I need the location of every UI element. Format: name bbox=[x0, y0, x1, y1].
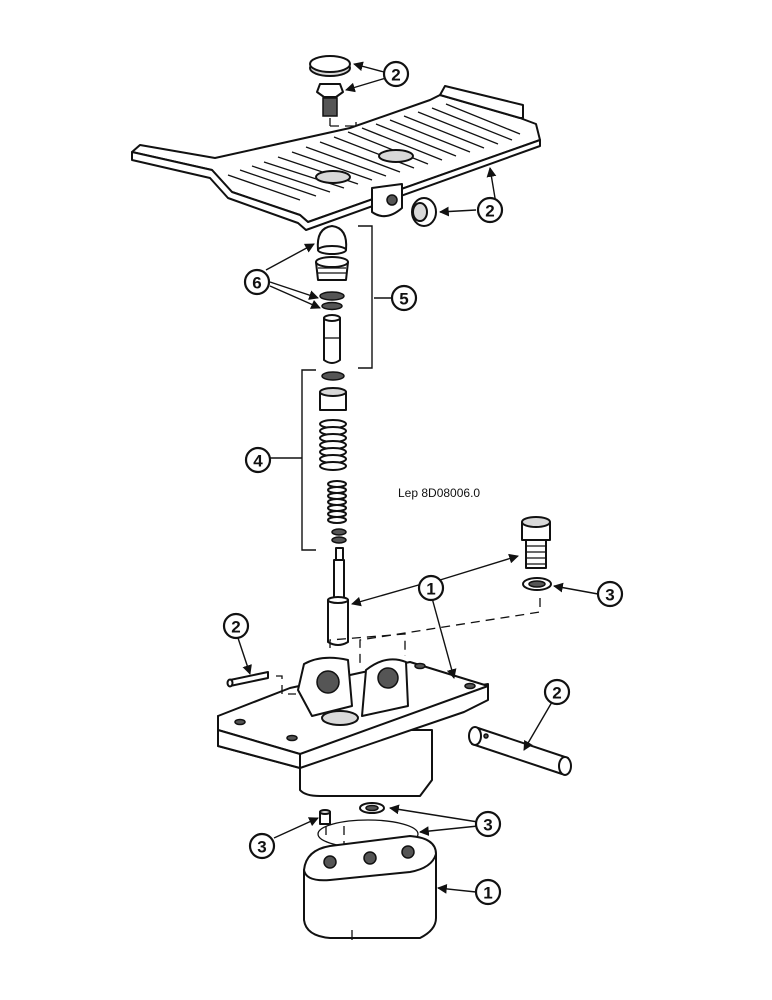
pedal-hole-right bbox=[378, 149, 414, 163]
pedal-hole-left bbox=[315, 170, 351, 184]
svg-text:5: 5 bbox=[399, 290, 408, 309]
callout-roll-pin: 2 bbox=[222, 612, 250, 640]
roll-pin bbox=[226, 671, 269, 688]
svg-text:2: 2 bbox=[391, 66, 400, 85]
svg-text:2: 2 bbox=[552, 684, 561, 703]
callout-pedal-bushing: 2 bbox=[476, 196, 504, 224]
valve-body-upper bbox=[217, 656, 489, 797]
outer-spring bbox=[319, 419, 347, 471]
inner-spring bbox=[327, 480, 347, 524]
base-seal-ring bbox=[359, 802, 385, 814]
spring-assembly bbox=[319, 371, 347, 561]
seal-ring-lower bbox=[321, 301, 343, 311]
pivot-pin bbox=[468, 726, 572, 776]
svg-text:3: 3 bbox=[605, 586, 614, 605]
pedal-bushing bbox=[411, 197, 437, 227]
callout-pad-cap-screw: 2 bbox=[382, 60, 410, 88]
callout-base-plug: 3 bbox=[248, 832, 276, 860]
pedal-pad-screw bbox=[316, 83, 344, 117]
control-spool bbox=[327, 559, 349, 646]
rubber-boot bbox=[316, 225, 348, 251]
bracket-4 bbox=[301, 369, 316, 551]
base-plug bbox=[319, 809, 331, 825]
svg-text:2: 2 bbox=[485, 202, 494, 221]
svg-text:4: 4 bbox=[253, 452, 263, 471]
svg-text:3: 3 bbox=[483, 816, 492, 835]
plunger-assembly bbox=[315, 225, 349, 364]
callout-spring-assembly: 4 bbox=[244, 446, 272, 474]
leader-lines bbox=[237, 61, 599, 894]
end-plug bbox=[521, 516, 551, 569]
callout-lower-housing: 1 bbox=[474, 878, 502, 906]
svg-text:1: 1 bbox=[483, 884, 492, 903]
foot-pedal bbox=[131, 85, 541, 231]
callout-plug-washer: 3 bbox=[596, 580, 624, 608]
callout-base-seals: 3 bbox=[474, 810, 502, 838]
callout-pivot-pin: 2 bbox=[543, 678, 571, 706]
plunger bbox=[323, 317, 341, 364]
plug-washer bbox=[522, 577, 552, 591]
bracket-5 bbox=[358, 225, 373, 369]
pedal-pivot-hole bbox=[386, 194, 398, 206]
circlip bbox=[321, 371, 345, 381]
svg-text:3: 3 bbox=[257, 838, 266, 857]
seal-ring-upper bbox=[319, 291, 345, 301]
figure-reference: Lep 8D08006.0 bbox=[398, 486, 480, 500]
lower-housing bbox=[303, 835, 437, 940]
svg-text:2: 2 bbox=[231, 618, 240, 637]
svg-text:1: 1 bbox=[426, 580, 435, 599]
callout-valve-seals: 6 bbox=[243, 268, 271, 296]
pedal-pad-cap bbox=[309, 55, 351, 77]
callout-plunger-assembly: 5 bbox=[390, 284, 418, 312]
svg-text:6: 6 bbox=[252, 274, 261, 293]
pedal-ribs bbox=[227, 103, 521, 201]
callout-valve-body-upper: 1 bbox=[417, 574, 445, 602]
